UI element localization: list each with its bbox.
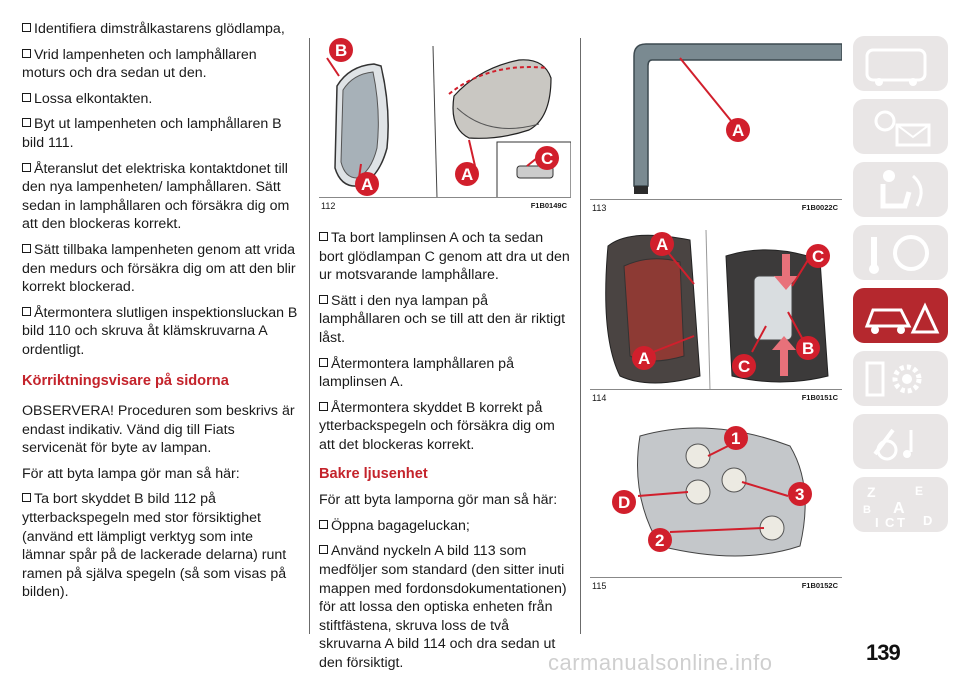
- figure-code: F1B0022C: [801, 203, 838, 212]
- rear-light-illustration: A C A C B: [605, 229, 830, 391]
- tab-alphabetical-index[interactable]: Z E B A I C T D: [853, 477, 948, 532]
- step-refit-holder: Återmontera lamphållaren på lamplinsen A…: [319, 355, 514, 391]
- figure-114: A C A C B 114 F1B0151C: [590, 226, 842, 406]
- figure-number: 115: [592, 581, 607, 591]
- steering-key-icon: [869, 235, 929, 274]
- label-2: 2: [655, 531, 664, 550]
- section-heading-side-indicators: Körriktningsvisare på sidorna: [22, 372, 229, 389]
- figure-112: B A A C 112 F1B0149C: [319, 38, 572, 214]
- watermark: carmanualsonline.info: [548, 650, 773, 675]
- label-3: 3: [795, 485, 804, 504]
- checkbox-bullet-icon: [319, 401, 328, 411]
- checkbox-bullet-icon: [22, 23, 31, 32]
- figure-caption-bar: 112 F1B0149C: [319, 197, 571, 214]
- step-reassemble: Återmontera slutligen inspektionsluckan …: [22, 304, 298, 358]
- text-column-left: Identifiera dimstrålkastarens glödlampa,…: [22, 20, 300, 609]
- column-divider: [309, 38, 310, 634]
- checkbox-bullet-icon: [319, 357, 328, 367]
- note-paragraph: OBSERVERA! Proceduren som beskrivs är en…: [22, 403, 295, 457]
- checkbox-bullet-icon: [22, 243, 31, 253]
- figure-113: A 113 F1B0022C: [590, 38, 843, 216]
- tab-maintenance[interactable]: [853, 351, 948, 406]
- checkbox-bullet-icon: [22, 118, 31, 128]
- svg-text:I: I: [875, 515, 879, 530]
- step-insert-bulb: Sätt i den nya lampan på lamphållaren oc…: [319, 292, 566, 346]
- step-replace: Byt ut lampenheten och lamphållaren B bi…: [22, 116, 282, 151]
- tab-multimedia[interactable]: [853, 414, 948, 469]
- alphabetical-index-icon: Z E B A I C T D: [863, 484, 932, 530]
- figure-number: 112: [321, 201, 336, 211]
- page-number: 139: [866, 640, 901, 665]
- figure-code: F1B0149C: [530, 201, 567, 210]
- label-1: 1: [731, 429, 740, 448]
- warning-lights-icon: [874, 110, 931, 147]
- tab-emergency[interactable]: [853, 288, 948, 343]
- step-open-tailgate: Öppna bagageluckan;: [319, 517, 571, 536]
- step-refit: Sätt tillbaka lampenheten genom att vrid…: [22, 241, 296, 296]
- svg-text:T: T: [897, 515, 905, 530]
- svg-text:E: E: [915, 484, 923, 498]
- step-remove-lens: Ta bort lamplinsen A och ta sedan bort g…: [319, 230, 570, 284]
- checkbox-bullet-icon: [22, 48, 31, 58]
- maintenance-gear-icon: [865, 361, 922, 397]
- step-remove-cover: Ta bort skyddet B bild 112 på ytterbacks…: [22, 491, 287, 601]
- checkbox-bullet-icon: [319, 232, 328, 241]
- figure-number: 114: [592, 393, 607, 403]
- car-dashboard-icon: [865, 48, 927, 86]
- label-a: A: [361, 175, 373, 194]
- step-refit-cover: Återmontera skyddet B korrekt på ytterba…: [319, 399, 555, 453]
- figure-caption-bar: 115 F1B0152C: [590, 577, 842, 594]
- intro-paragraph: För att byta lampa gör man så här:: [22, 465, 240, 482]
- figure-115: 1 D 3 2 115 F1B0152C: [590, 416, 842, 594]
- svg-text:Z: Z: [867, 484, 876, 500]
- figure-caption-bar: 114 F1B0151C: [590, 389, 842, 406]
- label-a: A: [461, 165, 473, 184]
- checkbox-bullet-icon: [22, 306, 31, 316]
- tab-starting-driving[interactable]: [853, 225, 948, 280]
- svg-text:C: C: [885, 515, 895, 530]
- section-heading-rear-lights: Bakre ljusenhet: [319, 465, 428, 482]
- svg-text:D: D: [923, 513, 932, 528]
- label-b: B: [335, 41, 347, 60]
- tab-warning-lights[interactable]: [853, 99, 948, 154]
- label-a: A: [638, 349, 650, 368]
- label-c: C: [812, 247, 824, 266]
- checkbox-bullet-icon: [319, 519, 328, 529]
- label-d: D: [618, 493, 630, 512]
- step-identify: Identifiera dimstrålkastarens glödlampa,: [22, 20, 300, 39]
- intro-paragraph: För att byta lamporna gör man så här:: [319, 492, 558, 509]
- step-reconnect: Återanslut det elektriska kontaktdonet t…: [22, 160, 290, 233]
- svg-text:A: A: [893, 500, 905, 517]
- label-c: C: [541, 149, 553, 168]
- figure-caption-bar: 113 F1B0022C: [590, 199, 842, 216]
- column-divider: [580, 38, 581, 634]
- figure-number: 113: [592, 203, 607, 213]
- checkbox-bullet-icon: [319, 294, 328, 304]
- checkbox-bullet-icon: [22, 493, 31, 503]
- figure-code: F1B0151C: [801, 393, 838, 402]
- svg-text:B: B: [863, 504, 871, 516]
- checkbox-bullet-icon: [22, 92, 31, 102]
- emergency-icon: [864, 302, 940, 334]
- label-c: C: [738, 357, 750, 376]
- key-tool-illustration: A: [633, 43, 843, 194]
- text-column-middle: Ta bort lamplinsen A och ta sedan bort g…: [319, 229, 571, 679]
- figure-code: F1B0152C: [801, 581, 838, 590]
- checkbox-bullet-icon: [319, 545, 328, 555]
- step-use-key: Använd nyckeln A bild 113 som medföljer …: [319, 543, 567, 671]
- multimedia-icon: [873, 428, 913, 461]
- mirror-illustration: B A A C: [326, 38, 572, 199]
- bulb-holder-illustration: 1 D 3 2: [612, 426, 812, 557]
- checkbox-bullet-icon: [22, 162, 31, 172]
- tab-knowing-the-car[interactable]: [853, 36, 948, 91]
- tab-safety[interactable]: [853, 162, 948, 217]
- safety-seat-icon: [880, 170, 923, 209]
- label-b: B: [802, 339, 814, 358]
- label-a: A: [656, 235, 668, 254]
- step-rotate: Vrid lampenheten och lamphållaren moturs…: [22, 46, 257, 82]
- step-disconnect: Lossa elkontakten.: [22, 90, 300, 109]
- label-a: A: [732, 121, 744, 140]
